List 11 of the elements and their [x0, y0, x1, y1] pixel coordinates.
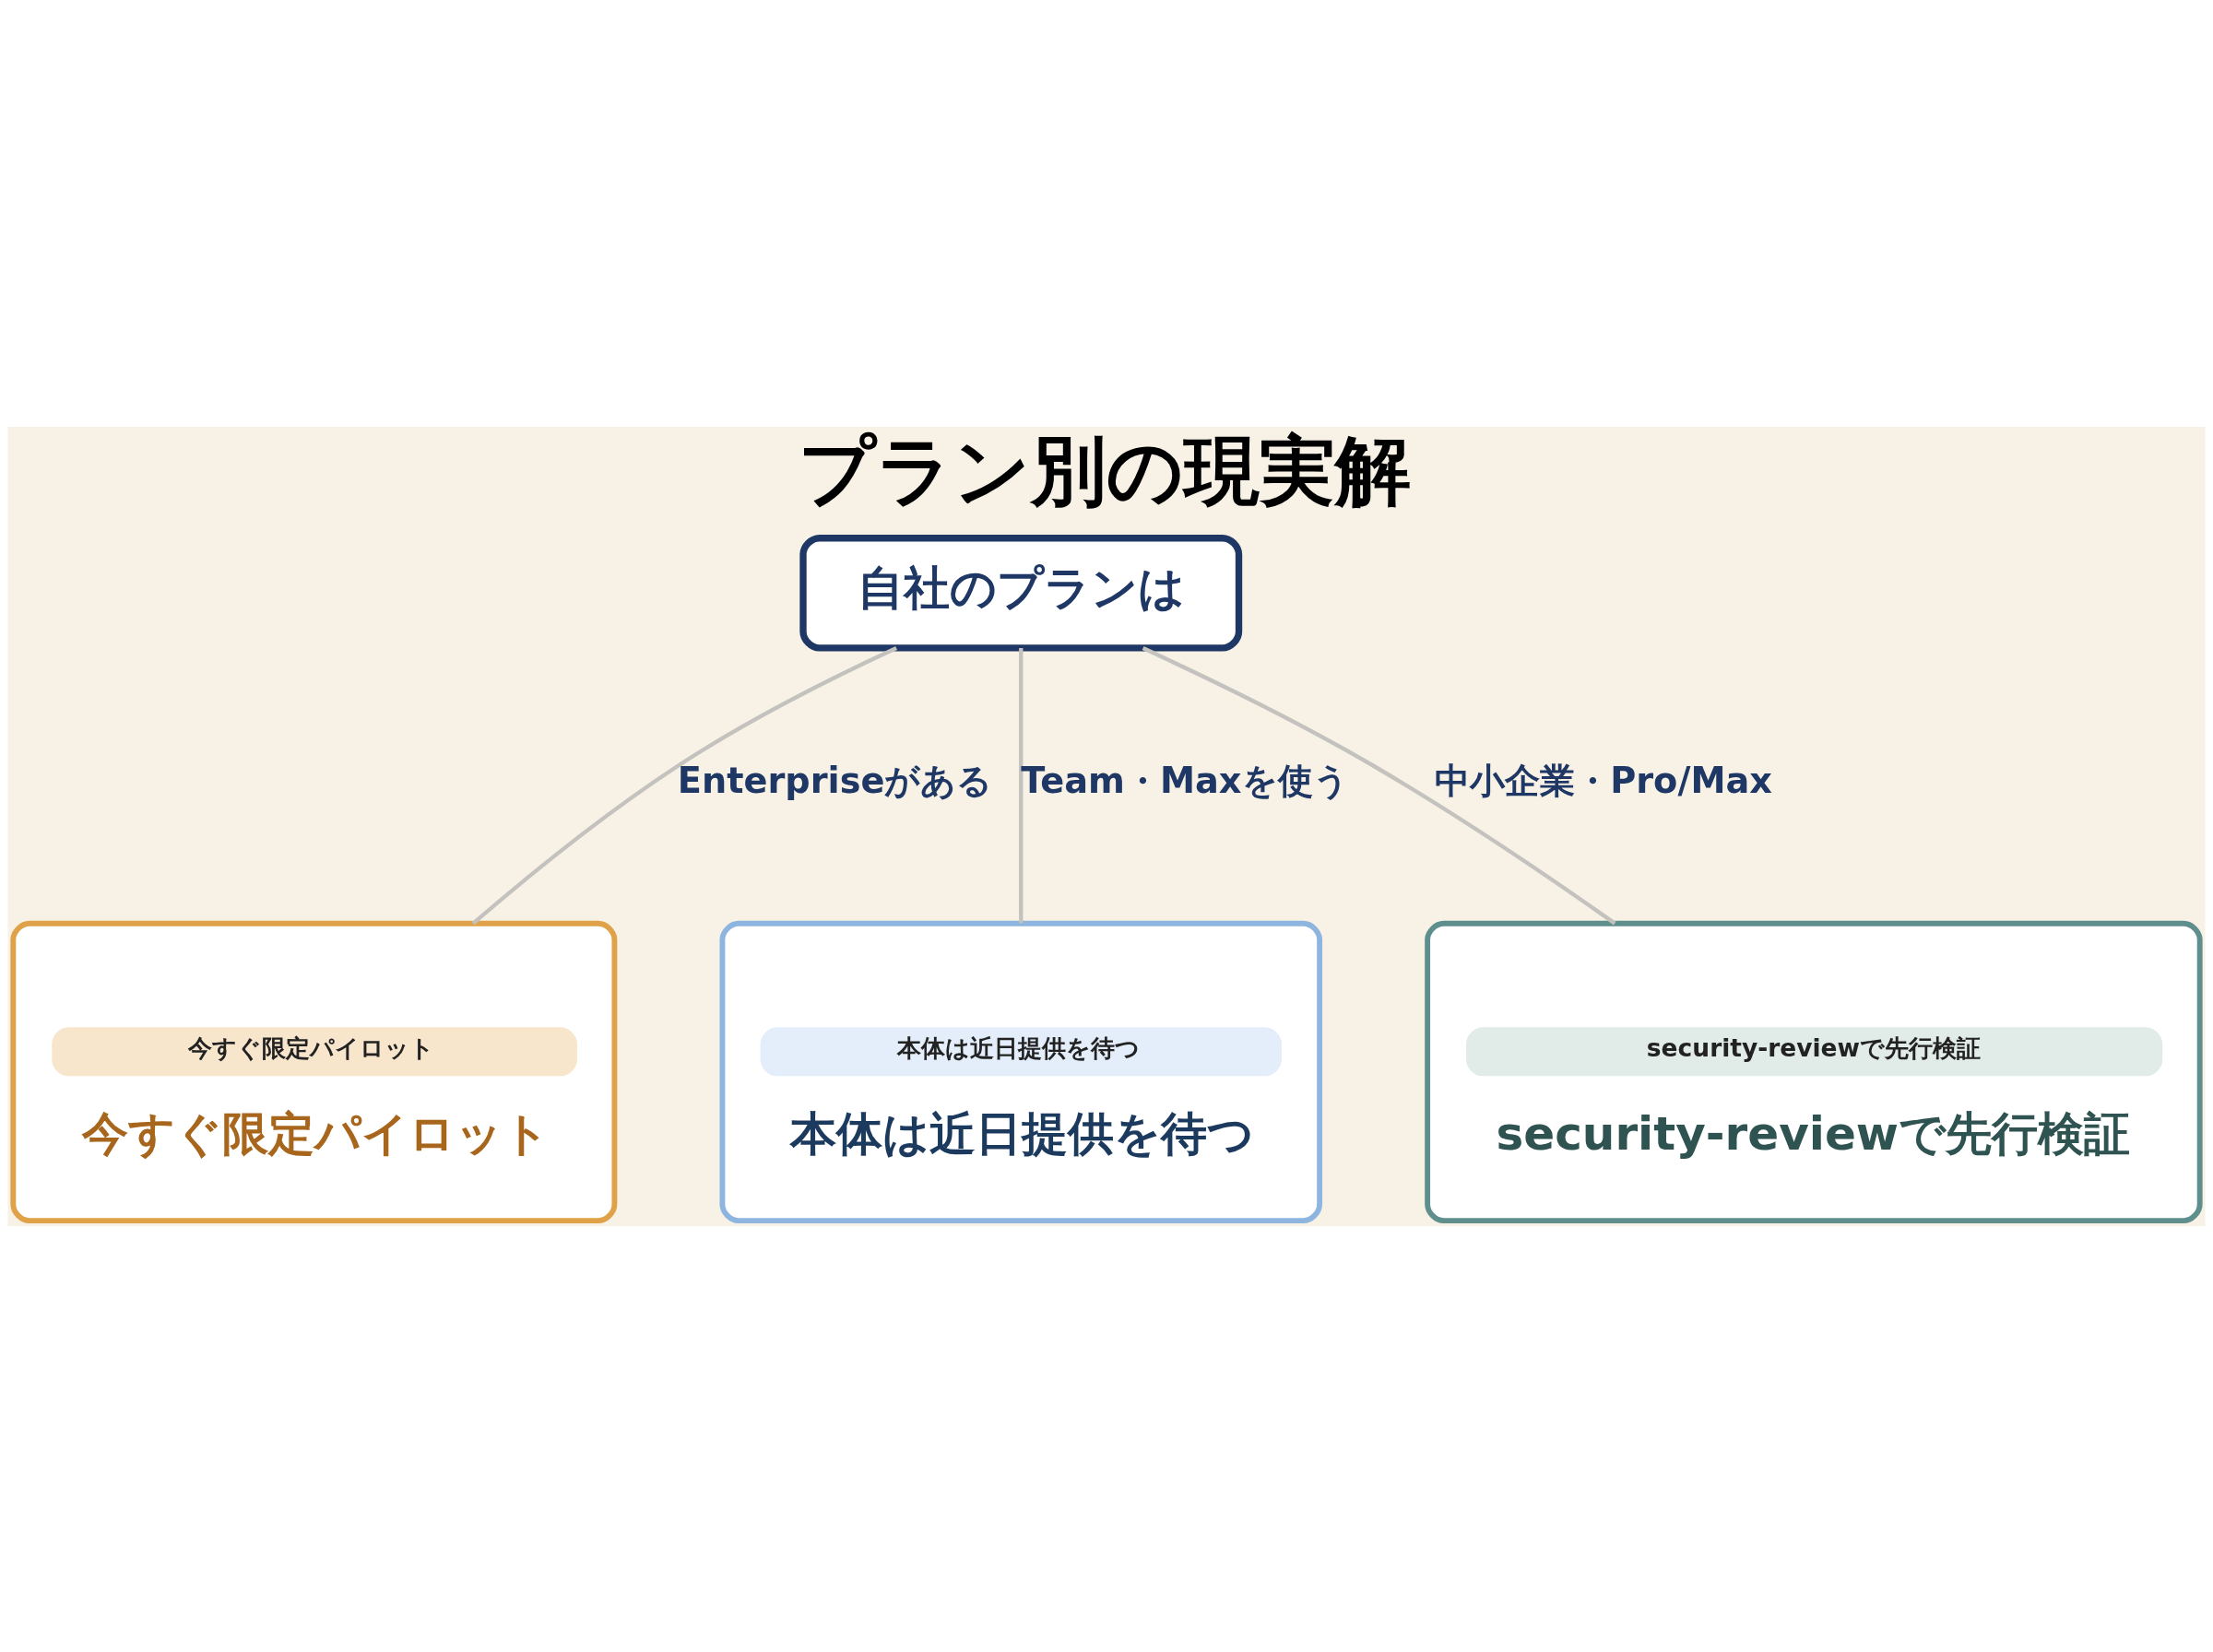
node-box: 今すぐ限定パイロット 今すぐ限定パイロット — [10, 920, 618, 1223]
connector — [471, 645, 898, 925]
node-box: 本体は近日提供を待つ 本体は近日提供を待つ — [719, 920, 1323, 1223]
edge-label: 中小企業・Pro/Max — [1435, 759, 1772, 801]
diagram-title: プラン別の現実解 — [798, 425, 1411, 514]
connector — [1142, 645, 1616, 925]
node-box: 自社のプランは — [799, 534, 1243, 652]
edge-label: Team・Maxを使う — [1021, 759, 1349, 801]
edge-label: Enterpriseがある — [677, 759, 993, 801]
connector — [1019, 647, 1024, 924]
node-box: security-reviewで先行検証 security-reviewで先行検証 — [1425, 920, 2203, 1223]
